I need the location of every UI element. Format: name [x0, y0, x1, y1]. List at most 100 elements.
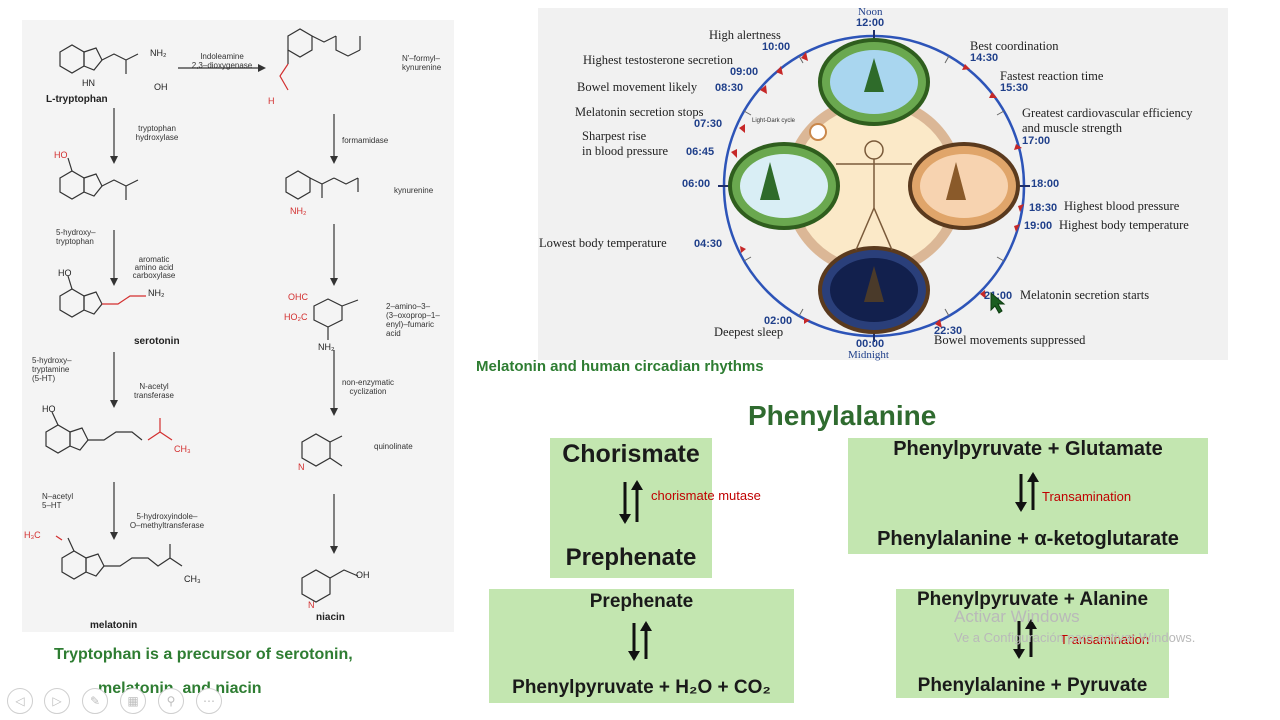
event-bowel-movement: Bowel movement likely [577, 80, 698, 94]
pathway-structures [45, 28, 361, 603]
next-icon[interactable]: ▷ [44, 688, 70, 714]
noon-label: Noon [858, 6, 883, 18]
methoxy-h3c-label: H₃C [24, 530, 41, 540]
ohc-label: OHC [288, 292, 308, 302]
event-blood-pressure: in blood pressure [582, 144, 669, 158]
event-sharpest-rise: Sharpest rise [582, 129, 647, 143]
event-melatonin-stops: Melatonin secretion stops [575, 105, 704, 119]
serotonin-nh2-label: NH₂ [148, 288, 165, 298]
event-lowest-temp: Lowest body temperature [539, 236, 667, 250]
kynurenine-label: kynurenine [394, 186, 434, 195]
event-muscle-strength: and muscle strength [1022, 121, 1122, 135]
chorismate-box: Chorismate Prephenate [550, 438, 712, 578]
more-icon[interactable]: ⋯ [196, 688, 222, 714]
six-am-time: 06:00 [682, 178, 711, 190]
niacin-label: niacin [316, 612, 345, 623]
acetyl-ch3-label: CH₃ [174, 444, 191, 454]
chorismate-label: Chorismate [562, 440, 700, 468]
niacin-oh-label: OH [356, 570, 370, 580]
prephenate-box: Prephenate Phenylpyruvate + H₂O + CO₂ [489, 589, 794, 703]
equilibrium-arrow-icon [1013, 619, 1037, 659]
phenylalanine-pyruvate-label: Phenylalanine + Pyruvate [917, 675, 1148, 696]
time-0830: 08:30 [715, 82, 744, 94]
activate-windows-title: Activar Windows [954, 607, 1080, 626]
time-0430: 04:30 [694, 238, 723, 250]
intermediate-nh2-label: NH₂ [318, 342, 335, 352]
5ht-label: 5-hydroxy–tryptamine(5-HT) [32, 356, 72, 383]
activate-windows-subtitle: Ve a Configuración para activar Windows. [954, 630, 1196, 645]
midnight-label: Midnight [848, 349, 889, 361]
time-0645: 06:45 [686, 146, 715, 158]
ho-label-red: HO [54, 150, 68, 160]
nh2-label: NH₂ [150, 48, 167, 58]
time-1530: 15:30 [1000, 82, 1029, 94]
equilibrium-arrow-icon [628, 621, 652, 661]
light-dark-icon [809, 123, 827, 141]
phenylpyruvate-water-co2-label: Phenylpyruvate + H₂O + CO₂ [512, 677, 771, 698]
pen-icon[interactable]: ✎ [82, 688, 108, 714]
event-high-alertness: High alertness [709, 28, 781, 42]
circadian-caption: Melatonin and human circadian rhythms [476, 358, 764, 375]
time-0730: 07:30 [694, 118, 723, 130]
time-1700: 17:00 [1022, 135, 1051, 147]
formamidase-label: formamidase [342, 136, 389, 145]
melatonin-label: melatonin [90, 620, 138, 631]
phenylalanine-ketoglutarate-label: Phenylalanine + α-ketoglutarate [877, 528, 1179, 550]
light-dark-label: Light-Dark cycle [752, 118, 796, 124]
prephenate-top-label: Prephenate [589, 591, 694, 612]
time-0900: 09:00 [730, 66, 759, 78]
alanine-transamination-box: Phenylpyruvate + Alanine Phenylalanine +… [896, 589, 1169, 698]
transamination-label-1: Transamination [1042, 489, 1132, 504]
oh-label: OH [154, 82, 168, 92]
event-bowel-suppressed: Bowel movements suppressed [934, 333, 1086, 347]
phenylpyruvate-alanine-label: Phenylpyruvate + Alanine [916, 589, 1149, 610]
phenylalanine-title: Phenylalanine [748, 400, 937, 431]
chorismate-mutase-label: chorismate mutase [651, 488, 761, 503]
event-highest-temp: Highest body temperature [1059, 218, 1189, 232]
slides-icon[interactable]: ▦ [120, 688, 146, 714]
formyl-h-label: H [268, 96, 275, 106]
transamination-label-2: Transamination [1060, 632, 1150, 647]
mouse-cursor [990, 292, 1006, 314]
quinolinate-n-label: N [298, 462, 305, 472]
six-pm-time: 18:00 [1031, 178, 1060, 190]
hydroxytryptophan-label: 5-hydroxy–tryptophan [56, 228, 96, 246]
l-tryptophan-label: L-tryptophan [46, 94, 108, 105]
event-fastest-reaction: Fastest reaction time [1000, 69, 1104, 83]
noon-time: 12:00 [856, 17, 885, 29]
equilibrium-arrow-icon [1015, 472, 1039, 512]
event-deepest-sleep: Deepest sleep [714, 325, 784, 339]
vitruvian-figure [836, 140, 912, 251]
equilibrium-arrow-icon [619, 480, 643, 524]
phenylpyruvate-glutamate-label: Phenylpyruvate + Glutamate [893, 438, 1163, 460]
kynurenine-nh2-label: NH₂ [290, 206, 307, 216]
prephenate-label: Prephenate [565, 544, 697, 571]
time-1000: 10:00 [762, 41, 791, 53]
methyltransferase-label: 5-hydroxyindole–O–methyltransferase [129, 512, 205, 530]
event-highest-bp: Highest blood pressure [1064, 199, 1180, 213]
nacetyl-ho-label: HO [42, 404, 56, 414]
tryptophan-caption-line1: Tryptophan is a precursor of serotonin, [54, 646, 353, 663]
zoom-icon[interactable]: ⚲ [158, 688, 184, 714]
ho-label: HO [58, 268, 72, 278]
glutamate-transamination-box: Phenylpyruvate + Glutamate Phenylalanine… [848, 438, 1208, 554]
time-1430: 14:30 [970, 52, 999, 64]
time-1830: 18:30 [1029, 202, 1058, 214]
time-2230: 22:30 [934, 325, 963, 337]
midnight-time: 00:00 [856, 338, 885, 350]
hn-label: HN [82, 78, 95, 88]
ho2c-label: HO₂C [284, 312, 308, 322]
n-formyl-kynurenine-label: N'–formyl–kynurenine [402, 54, 442, 72]
time-0200: 02:00 [764, 315, 793, 327]
circadian-clock-graphic [718, 30, 1030, 342]
prev-icon[interactable]: ◁ [7, 688, 33, 714]
event-cardiovascular: Greatest cardiovascular efficiency [1022, 106, 1193, 120]
quinolinate-label: quinolinate [374, 442, 413, 451]
